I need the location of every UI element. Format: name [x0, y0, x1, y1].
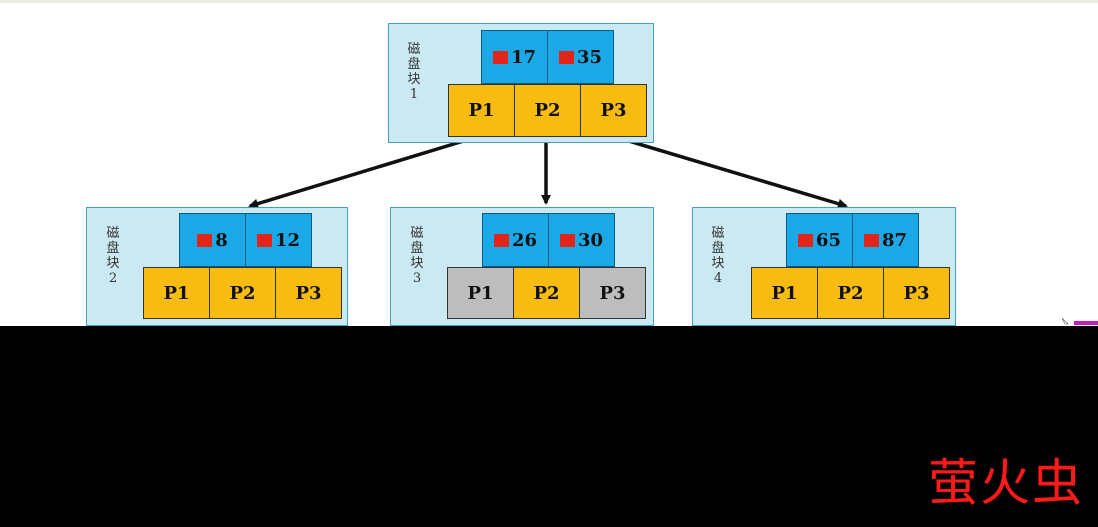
block1-key-2: 35 — [547, 30, 614, 84]
cursor-icon — [1062, 318, 1098, 325]
block3-pointer-p2: P2 — [513, 267, 580, 319]
edge-p3-to-block4 — [611, 134, 848, 209]
block1-pointer-p3: P3 — [580, 84, 647, 137]
edge-p1-to-block2 — [248, 134, 481, 209]
key-marker-icon — [256, 233, 272, 247]
top-border — [0, 0, 1098, 3]
block3-pointer-p1: P1 — [447, 267, 514, 319]
block2-key-1: 8 — [179, 213, 246, 267]
block3-key-2: 30 — [548, 213, 615, 267]
block4-key-1: 65 — [786, 213, 853, 267]
block4-pointer-p3: P3 — [883, 267, 950, 319]
block1-pointer-p1: P1 — [448, 84, 515, 137]
block4-key-2: 87 — [852, 213, 919, 267]
block2-pointer-p3: P3 — [275, 267, 342, 319]
key-marker-icon — [797, 233, 813, 247]
key-marker-icon — [559, 233, 575, 247]
block4-pointer-p2: P2 — [817, 267, 884, 319]
watermark-text: 萤火虫 — [928, 454, 1084, 512]
block1-pointer-p2: P2 — [514, 84, 581, 137]
key-marker-icon — [558, 50, 574, 64]
key-marker-icon — [493, 233, 509, 247]
key-marker-icon — [492, 50, 508, 64]
block3-key-1: 26 — [482, 213, 549, 267]
block2-pointer-p1: P1 — [143, 267, 210, 319]
block4-pointer-p1: P1 — [751, 267, 818, 319]
block2-pointer-p2: P2 — [209, 267, 276, 319]
block1-key-1: 17 — [481, 30, 548, 84]
block2-key-2: 12 — [245, 213, 312, 267]
key-marker-icon — [197, 233, 213, 247]
block3-pointer-p3: P3 — [579, 267, 646, 319]
key-marker-icon — [863, 233, 879, 247]
black-region — [0, 326, 1098, 527]
